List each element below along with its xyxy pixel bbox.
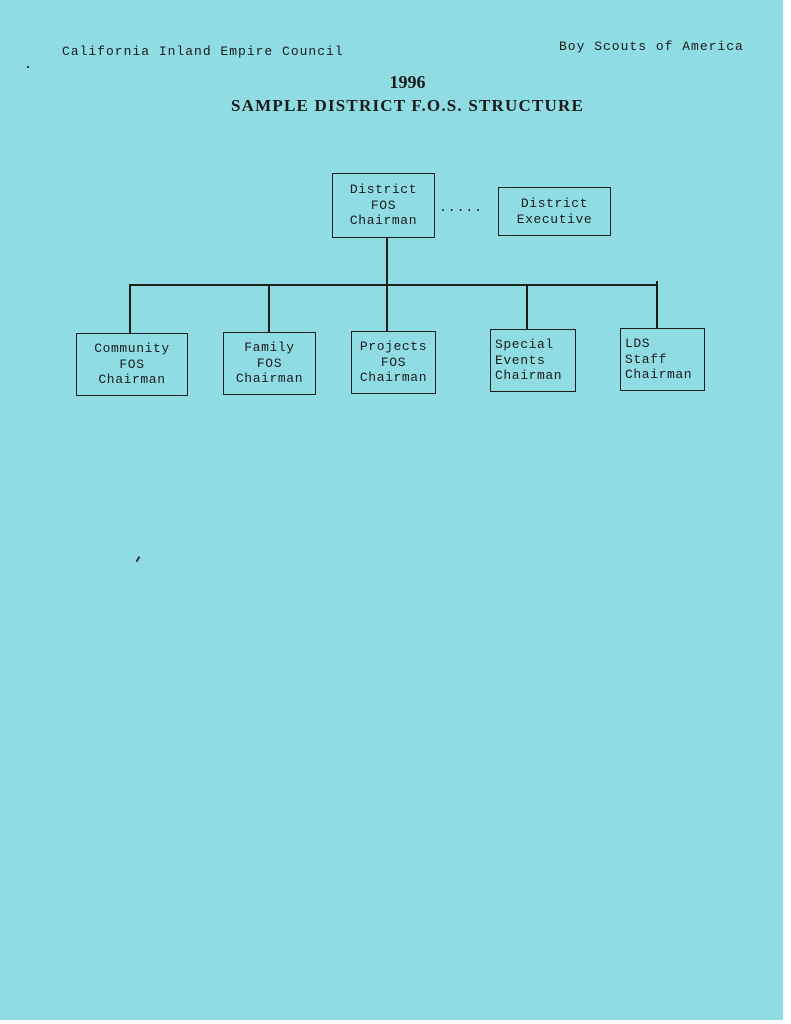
box-line: Chairman: [495, 368, 563, 384]
branch-connector: [656, 281, 658, 329]
box-line: Chairman: [98, 372, 166, 388]
box-line: Projects: [359, 339, 428, 355]
branch-connector: [268, 284, 270, 332]
document-title: SAMPLE DISTRICT F.O.S. STRUCTURE: [231, 96, 584, 115]
trunk-connector: [386, 238, 388, 286]
box-line: District: [520, 196, 589, 211]
community-fos-chairman-box: Community FOS Chairman: [76, 333, 188, 396]
box-line: Chairman: [359, 370, 428, 386]
organization-name: Boy Scouts of America: [559, 39, 744, 54]
box-line: Staff: [625, 351, 668, 367]
box-line: FOS: [370, 197, 397, 213]
box-line: FOS: [380, 354, 407, 370]
horizontal-connector: [129, 284, 658, 286]
council-name: California Inland Empire Council: [62, 44, 344, 59]
branch-connector: [129, 284, 131, 333]
box-line: LDS: [625, 336, 651, 352]
lds-staff-chairman-box: LDS Staff Chairman: [620, 328, 705, 391]
box-line: FOS: [119, 356, 145, 372]
projects-fos-chairman-box: Projects FOS Chairman: [351, 331, 436, 394]
box-line: FOS: [256, 355, 283, 371]
box-line: Special: [495, 337, 554, 353]
box-line: Community: [94, 341, 170, 357]
document-year: 1996: [389, 72, 426, 92]
box-line: District: [349, 182, 418, 198]
paper-speck: [135, 556, 140, 562]
district-executive-box: District Executive: [498, 187, 611, 236]
district-fos-chairman-box: District FOS Chairman: [332, 173, 435, 238]
box-line: Chairman: [349, 213, 418, 229]
box-line: Chairman: [235, 371, 304, 387]
box-line: Events: [495, 352, 546, 368]
branch-connector: [526, 284, 528, 329]
special-events-chairman-box: Special Events Chairman: [490, 329, 576, 392]
box-line: Chairman: [625, 367, 693, 383]
box-line: Executive: [516, 211, 593, 227]
family-fos-chairman-box: Family FOS Chairman: [223, 332, 316, 395]
box-line: Family: [244, 340, 295, 356]
branch-connector: [386, 284, 388, 331]
dotted-connector: .....: [439, 200, 484, 215]
paper-speck: [27, 66, 29, 68]
